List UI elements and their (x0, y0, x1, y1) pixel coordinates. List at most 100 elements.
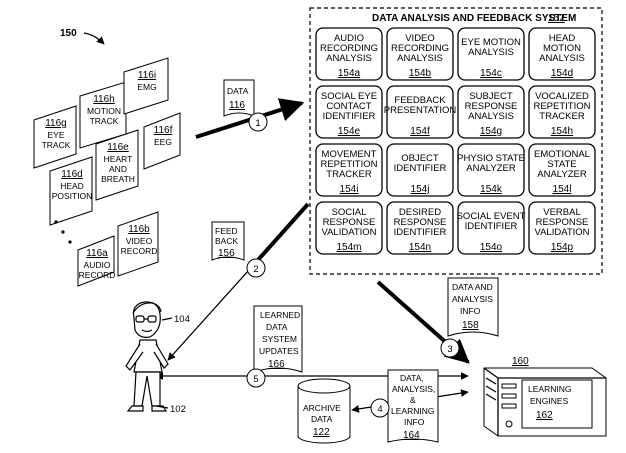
svg-text:122: 122 (313, 427, 330, 438)
svg-text:DATA: DATA (311, 414, 333, 424)
svg-text:INFO: INFO (460, 306, 481, 316)
svg-text:ARCHIVE: ARCHIVE (303, 403, 341, 413)
sensor-card-ref: 116i (138, 70, 156, 81)
sensor-card-text: VIDEO (126, 236, 153, 246)
sensor-card-ref: 116b (128, 224, 150, 235)
analysis-module-ref: 154m (336, 242, 361, 253)
analysis-module: AUDIORECORDINGANALYSIS154a (316, 28, 382, 80)
sensor-card-ref: 116g (45, 118, 67, 129)
analysis-module-ref: 154f (410, 126, 430, 137)
analysis-module-ref: 154e (338, 126, 361, 137)
step-5-label: 5 (253, 374, 258, 385)
sensor-card: 116aAUDIORECORD (78, 236, 115, 286)
analysis-module-text: VALIDATION (534, 227, 589, 238)
step-1-label: 1 (255, 118, 260, 129)
sensor-card-text: POSITION (52, 191, 93, 201)
sensor-card-text: BREATH (101, 174, 135, 184)
svg-text:FEED: FEED (215, 226, 238, 236)
analysis-module-ref: 154c (480, 68, 502, 79)
analysis-module-ref: 154o (480, 242, 503, 253)
svg-text:ANALYSIS,: ANALYSIS, (392, 384, 435, 394)
analysis-module-ref: 154b (409, 68, 432, 79)
sensor-card-ref: 116a (86, 248, 108, 259)
analysis-module-text: ANALYSIS (468, 47, 514, 58)
person-ref: 104 (174, 314, 190, 325)
analysis-module-text: PRESENTATION (384, 105, 457, 116)
analysis-module-text: TRACKER (326, 169, 372, 180)
svg-text:&: & (410, 395, 416, 405)
analysis-module-ref: 154a (338, 68, 361, 79)
analysis-module-ref: 154j (411, 184, 430, 195)
analysis-module: DESIREDRESPONSEIDENTIFIER154n (387, 202, 453, 254)
figure-label: 150 (60, 28, 77, 39)
data-document: DATA 116 (224, 80, 254, 116)
analysis-module-text: VALIDATION (321, 227, 376, 238)
analysis-module-ref: 154g (480, 126, 502, 137)
sensor-card-text: MOTION (87, 106, 121, 116)
sensor-card-text: EYE (47, 130, 64, 140)
step-3-label: 3 (447, 344, 452, 355)
sensor-card: 116gEYETRACK (34, 106, 76, 168)
analysis-module: FEEDBACKPRESENTATION154f (384, 86, 457, 138)
computer-label-line2: ENGINES (530, 396, 569, 406)
analysis-module: VIDEORECORDINGANALYSIS154b (387, 28, 453, 80)
step-2-label: 2 (253, 264, 258, 275)
sensor-card: 116bVIDEORECORD (118, 212, 158, 276)
analysis-module: HEADMOTIONANALYSIS154d (529, 28, 595, 80)
svg-text:ANALYSIS: ANALYSIS (452, 294, 493, 304)
svg-text:164: 164 (403, 430, 420, 441)
sensor-card: 116dHEADPOSITION (50, 157, 92, 225)
sensor-card-text: RECORD (79, 270, 116, 280)
analysis-module-text: IDENTIFIER (394, 163, 447, 174)
svg-text:DATA: DATA (227, 86, 249, 96)
sensor-card-ref: 116h (93, 94, 115, 105)
svg-text:116: 116 (229, 100, 245, 111)
sensor-card-text: AND (109, 164, 127, 174)
analysis-module: SOCIALRESPONSEVALIDATION154m (316, 202, 382, 254)
analysis-system-title: DATA ANALYSIS AND FEEDBACK SYSTEM (372, 13, 576, 24)
analysis-module: PHYSIO STATEANALYZER154k (457, 144, 525, 196)
analysis-module: SUBJECTRESPONSEANALYSIS154g (458, 86, 524, 138)
svg-text:LEARNING: LEARNING (391, 406, 434, 416)
sensor-card: 116fEEG (144, 113, 180, 169)
feedback-arrow-lower (168, 260, 258, 360)
analysis-module-ref: 154d (551, 68, 573, 79)
feedback-document: FEED BACK 156 (212, 222, 244, 260)
sensor-card: 116iEMG (124, 58, 168, 114)
sensor-card-text: TRACK (42, 140, 71, 150)
analysis-module-ref: 154h (551, 126, 573, 137)
learned-updates-document: LEARNED DATA SYSTEM UPDATES 166 (254, 306, 302, 372)
sensor-card-text: EEG (154, 137, 172, 147)
analysis-module-text: IDENTIFIER (394, 227, 447, 238)
card-continuation-dots (54, 220, 71, 243)
sensor-card-text: HEAD (60, 181, 84, 191)
svg-text:DATA AND: DATA AND (452, 282, 493, 292)
svg-text:INFO: INFO (404, 417, 425, 427)
sensor-card-text: HEART (104, 154, 133, 164)
svg-text:DATA,: DATA, (400, 373, 424, 383)
analysis-module: EMOTIONALSTATEANALYZER154l (529, 144, 595, 196)
computer-label-ref: 162 (536, 410, 553, 421)
analysis-info-document: DATA AND ANALYSIS INFO 158 (448, 278, 498, 336)
svg-text:SYSTEM: SYSTEM (262, 334, 297, 344)
person-figure (126, 302, 168, 411)
analysis-module-ref: 154l (553, 184, 572, 195)
feedback-arrow-upper (258, 204, 308, 260)
analysis-module: SOCIAL EVENTIDENTIFIER154o (457, 202, 526, 254)
analysis-module-ref: 154n (409, 242, 431, 253)
analysis-module: MOVEMENTREPETITIONTRACKER154i (316, 144, 382, 196)
computer-ref: 160 (512, 356, 529, 367)
body-ref: 102 (170, 404, 186, 415)
analysis-module-ref: 154i (340, 184, 359, 195)
analysis-system-ref: 152 (548, 13, 565, 24)
figure-label-arrow (84, 33, 104, 44)
archive-database: ARCHIVE DATA 122 (298, 379, 350, 443)
analysis-module: EYE MOTIONANALYSIS154c (458, 28, 524, 80)
svg-text:156: 156 (218, 248, 235, 259)
computer-label-line1: LEARNING (528, 384, 571, 394)
analysis-module: OBJECTIDENTIFIER154j (387, 144, 453, 196)
analysis-module-ref: 154k (480, 184, 503, 195)
analysis-module-text: ANALYSIS (539, 53, 585, 64)
